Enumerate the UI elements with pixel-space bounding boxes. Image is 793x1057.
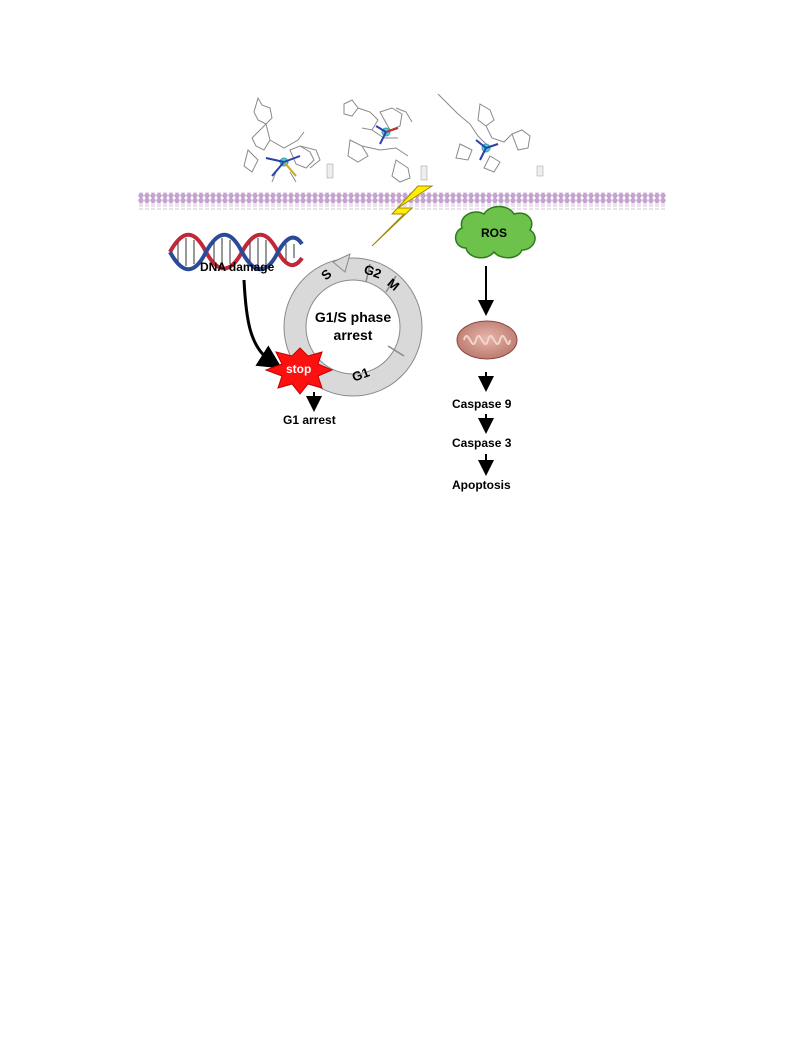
- cell-membrane: [138, 192, 666, 210]
- cell-cycle-center-line1: G1/S phase: [314, 309, 392, 325]
- caspase3-label: Caspase 3: [452, 436, 512, 450]
- apoptosis-label: Apoptosis: [452, 478, 511, 492]
- g1-arrest-label: G1 arrest: [283, 413, 336, 427]
- lightning-bolt: [371, 185, 434, 247]
- caspase9-label: Caspase 9: [452, 397, 512, 411]
- molecular-structure-1: [243, 96, 334, 183]
- ros-cloud: [454, 205, 536, 259]
- cell-cycle-center-line2: arrest: [333, 327, 373, 343]
- molecular-structure-3: [437, 93, 544, 177]
- dna-to-stop-arrow: [242, 279, 283, 369]
- cell-cycle-ring: [283, 253, 423, 397]
- dna-helix-icon: [168, 232, 304, 272]
- ros-label: ROS: [481, 226, 508, 240]
- molecular-structure-2: [343, 99, 428, 183]
- cell-cycle-center-label: G1/S phase arrest: [300, 308, 406, 344]
- stop-burst: [264, 347, 334, 395]
- dna-damage-label: DNA damage: [200, 260, 275, 274]
- mitochondrion-icon: [456, 320, 518, 360]
- stop-label: stop: [286, 362, 312, 376]
